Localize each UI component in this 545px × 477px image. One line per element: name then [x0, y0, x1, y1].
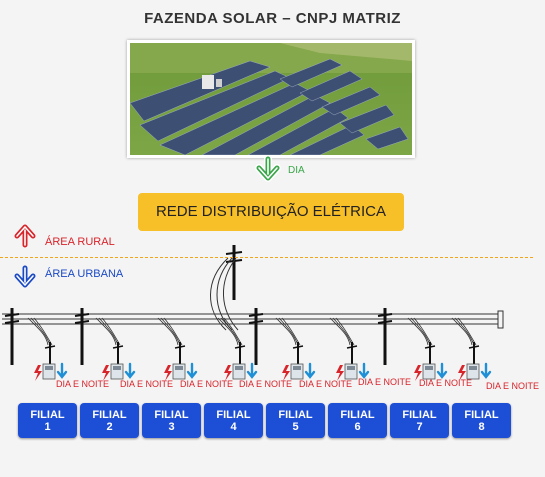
solar-farm-photo [127, 40, 415, 158]
rural-urban-divider [0, 257, 533, 258]
flow-down-arrow-icon [304, 362, 316, 379]
urbana-down-arrow-icon [14, 265, 36, 288]
flow-down-arrow-icon [436, 362, 448, 379]
flow-down-arrow-icon [56, 362, 68, 379]
branch-1-connection [27, 317, 68, 381]
meter-icon [422, 363, 436, 380]
branch-6-connection [329, 317, 370, 381]
filial-6-word: FILIAL [340, 409, 375, 421]
branch-8-flow-label: DIA E NOITE [486, 381, 540, 391]
page-title: FAZENDA SOLAR – CNPJ MATRIZ [144, 10, 401, 27]
meter-icon [344, 363, 358, 380]
flow-down-arrow-icon [186, 362, 198, 379]
flow-down-arrow-icon [480, 362, 492, 379]
filial-2-word: FILIAL [92, 409, 127, 421]
branch-8-connection [451, 317, 492, 381]
meter-icon [466, 363, 480, 380]
filial-5-word: FILIAL [278, 409, 313, 421]
filial-2-number: 2 [106, 421, 113, 433]
branch-4-connection [217, 317, 258, 381]
main-pole-4 [377, 308, 393, 365]
main-line-poles [4, 308, 393, 365]
meter-icon [110, 363, 124, 380]
branch-6-flow-label: DIA E NOITE [358, 377, 412, 387]
rural-up-arrow-icon [14, 224, 36, 248]
branch-5-connection [275, 317, 316, 381]
rural-area-label: ÁREA RURAL [45, 236, 115, 248]
flow-down-arrow-icon [358, 362, 370, 379]
filial-3-word: FILIAL [154, 409, 189, 421]
branch-3-flow-label: DIA E NOITE [180, 379, 234, 389]
branch-7-flow-label: DIA E NOITE [419, 378, 473, 388]
filial-1-word: FILIAL [30, 409, 65, 421]
filial-4-word: FILIAL [216, 409, 251, 421]
filial-7-word: FILIAL [402, 409, 437, 421]
main-pole-3 [248, 308, 264, 365]
meter-icon [232, 363, 246, 380]
lightning-icon [34, 365, 42, 381]
branch-connections [27, 317, 492, 381]
meter-icon [42, 363, 56, 380]
branch-2-flow-label: DIA E NOITE [120, 379, 174, 389]
dia-down-arrow-icon [255, 155, 281, 182]
urban-area-label: ÁREA URBANA [45, 268, 124, 280]
meter-icon [290, 363, 304, 380]
filial-4-number: 4 [230, 421, 237, 433]
flow-down-arrow-icon [246, 362, 258, 379]
filial-8-number: 8 [478, 421, 485, 433]
branch-2-connection [95, 317, 136, 381]
filial-1-number: 1 [44, 421, 51, 433]
main-pole-2 [74, 308, 90, 365]
branch-4-flow-label: DIA E NOITE [239, 379, 293, 389]
meter-icon [172, 363, 186, 380]
grid-distribution-box: REDE DISTRIBUIÇÃO ELÉTRICA [138, 193, 404, 231]
filial-5-number: 5 [292, 421, 299, 433]
flow-down-arrow-icon [124, 362, 136, 379]
branch-7-connection [407, 317, 448, 381]
dia-label: DIA [288, 165, 305, 176]
branch-1-flow-label: DIA E NOITE [56, 379, 110, 389]
filial-3-number: 3 [168, 421, 175, 433]
main-pole-1 [4, 308, 20, 365]
branch-5-flow-label: DIA E NOITE [299, 379, 353, 389]
filial-6-number: 6 [354, 421, 361, 433]
branch-3-connection [157, 317, 198, 381]
filial-7-number: 7 [416, 421, 423, 433]
filial-8-word: FILIAL [464, 409, 499, 421]
